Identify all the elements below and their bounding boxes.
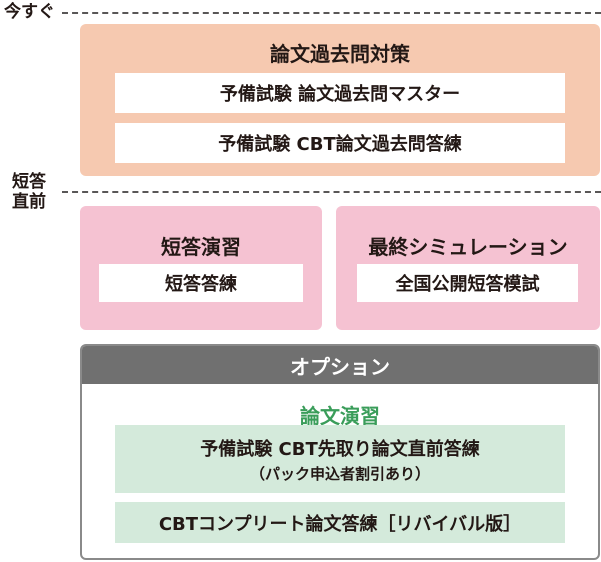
option-section: オプション 論文演習 予備試験 CBT先取り論文直前答練 （パック申込者割引あり… [80, 344, 600, 560]
final-sim-section: 最終シミュレーション 全国公開短答模試 [336, 206, 600, 330]
course-note: （パック申込者割引あり） [249, 464, 430, 483]
course-item: 予備試験 CBT論文過去問答練 [115, 123, 565, 163]
label-short-answer-before: 短答直前 [12, 172, 46, 212]
divider-short-answer [62, 191, 601, 193]
option-title: 論文演習 [300, 404, 380, 428]
course-item: 予備試験 論文過去問マスター [115, 73, 565, 113]
section-title: 短答演習 [161, 235, 241, 259]
course-name: 予備試験 CBT先取り論文直前答練 [200, 438, 480, 460]
short-practice-section: 短答演習 短答答練 [80, 206, 322, 330]
course-item: 全国公開短答模試 [357, 264, 578, 302]
divider-now [62, 12, 601, 14]
label-now: 今すぐ [4, 2, 55, 22]
course-item: 短答答練 [99, 264, 303, 302]
course-item: CBTコンプリート論文答練［リバイバル版］ [115, 502, 565, 543]
section-title: 論文過去問対策 [270, 42, 410, 66]
section-title: 最終シミュレーション [368, 235, 568, 259]
essay-past-section: 論文過去問対策 予備試験 論文過去問マスター 予備試験 CBT論文過去問答練 [80, 24, 600, 176]
option-header: オプション [82, 346, 598, 384]
course-item: 予備試験 CBT先取り論文直前答練 （パック申込者割引あり） [115, 425, 565, 493]
